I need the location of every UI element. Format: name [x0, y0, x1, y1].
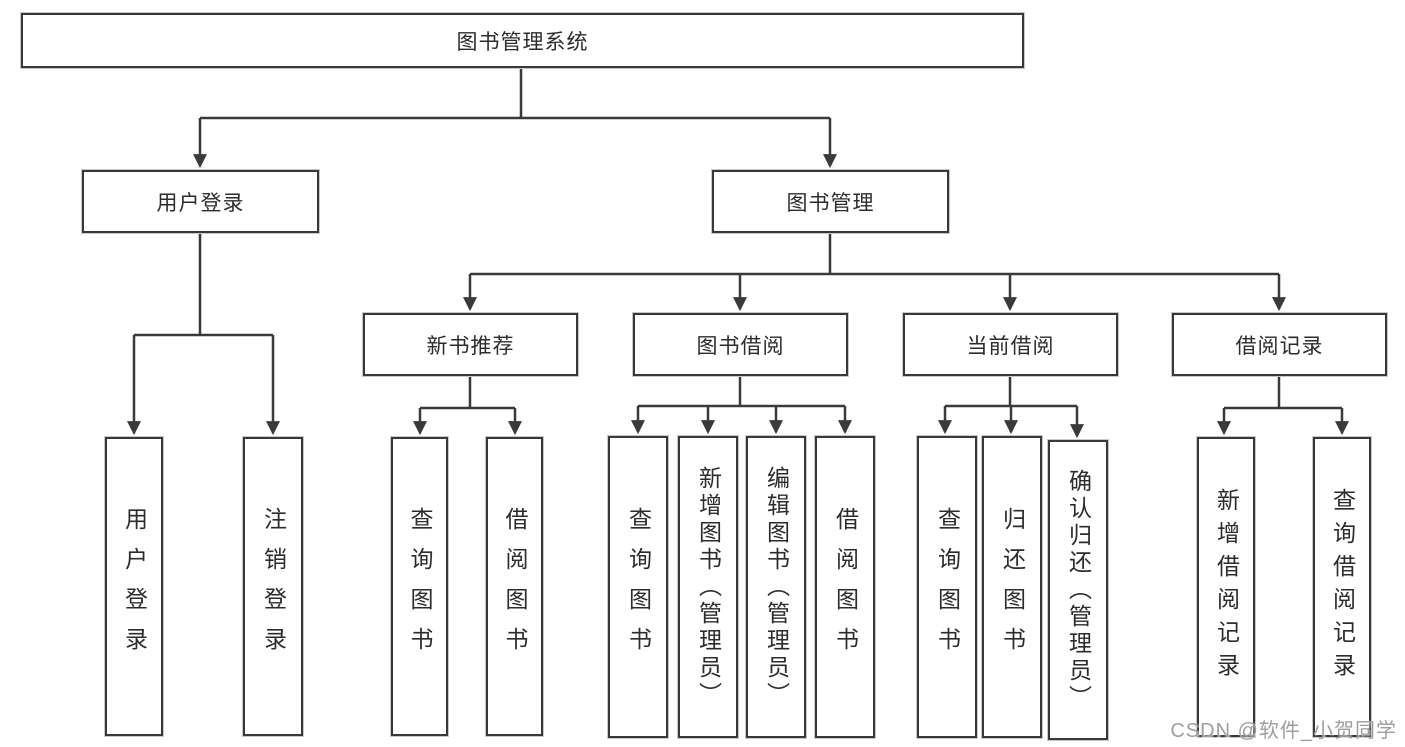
node-label: 查询图书 — [934, 507, 961, 667]
connector-trunks — [134, 68, 1342, 410]
node-label: 新书推荐 — [426, 334, 515, 358]
node-add-book-admin: 新增图书（管理员） — [678, 436, 738, 738]
node-query-books-c1: 查询图书 — [608, 436, 668, 738]
node-label: 图书管理 — [786, 191, 875, 215]
node-label: 图书管理系统 — [456, 30, 589, 54]
node-current-borrowing: 当前借阅 — [903, 313, 1118, 376]
node-edit-book-admin: 编辑图书（管理员） — [746, 436, 806, 738]
node-new-book-recommend: 新书推荐 — [363, 313, 578, 376]
node-logout-leaf: 注销登录 — [243, 437, 303, 736]
node-label: 用户登录 — [121, 506, 148, 667]
node-library-management-system: 图书管理系统 — [21, 13, 1024, 68]
node-label: 图书借阅 — [696, 334, 785, 358]
node-label: 当前借阅 — [966, 334, 1055, 358]
node-borrowing-records: 借阅记录 — [1172, 313, 1387, 376]
node-borrow-books-b2: 借阅图书 — [486, 437, 543, 736]
node-label: 用户登录 — [156, 191, 245, 215]
node-label: 查询图书 — [625, 507, 652, 667]
node-book-borrowing: 图书借阅 — [633, 313, 848, 376]
node-borrow-books-c4: 借阅图书 — [815, 436, 875, 738]
node-label: 借阅图书 — [502, 506, 528, 667]
node-query-books-d1: 查询图书 — [917, 436, 977, 738]
node-add-borrow-record: 新增借阅记录 — [1197, 437, 1255, 737]
node-label: 注销登录 — [260, 506, 287, 667]
node-query-books-b1: 查询图书 — [391, 437, 448, 736]
node-query-borrow-record: 查询借阅记录 — [1313, 437, 1371, 737]
watermark: CSDN @软件_小贺同学 — [1170, 720, 1397, 742]
node-label: 借阅记录 — [1235, 334, 1324, 358]
node-label: 编辑图书（管理员） — [763, 465, 790, 709]
node-label: 借阅图书 — [832, 507, 859, 667]
node-label: 新增借阅记录 — [1213, 488, 1240, 686]
node-label: 查询图书 — [407, 506, 433, 667]
node-label: 确认归还（管理员） — [1065, 468, 1092, 712]
node-book-management: 图书管理 — [712, 170, 949, 233]
node-label: 查询借阅记录 — [1329, 488, 1356, 686]
node-return-book: 归还图书 — [982, 436, 1042, 738]
node-user-login: 用户登录 — [82, 170, 319, 233]
node-confirm-return-admin: 确认归还（管理员） — [1048, 440, 1108, 740]
node-user-login-leaf: 用户登录 — [105, 437, 163, 736]
node-label: 新增图书（管理员） — [695, 465, 722, 709]
node-label: 归还图书 — [999, 507, 1026, 667]
